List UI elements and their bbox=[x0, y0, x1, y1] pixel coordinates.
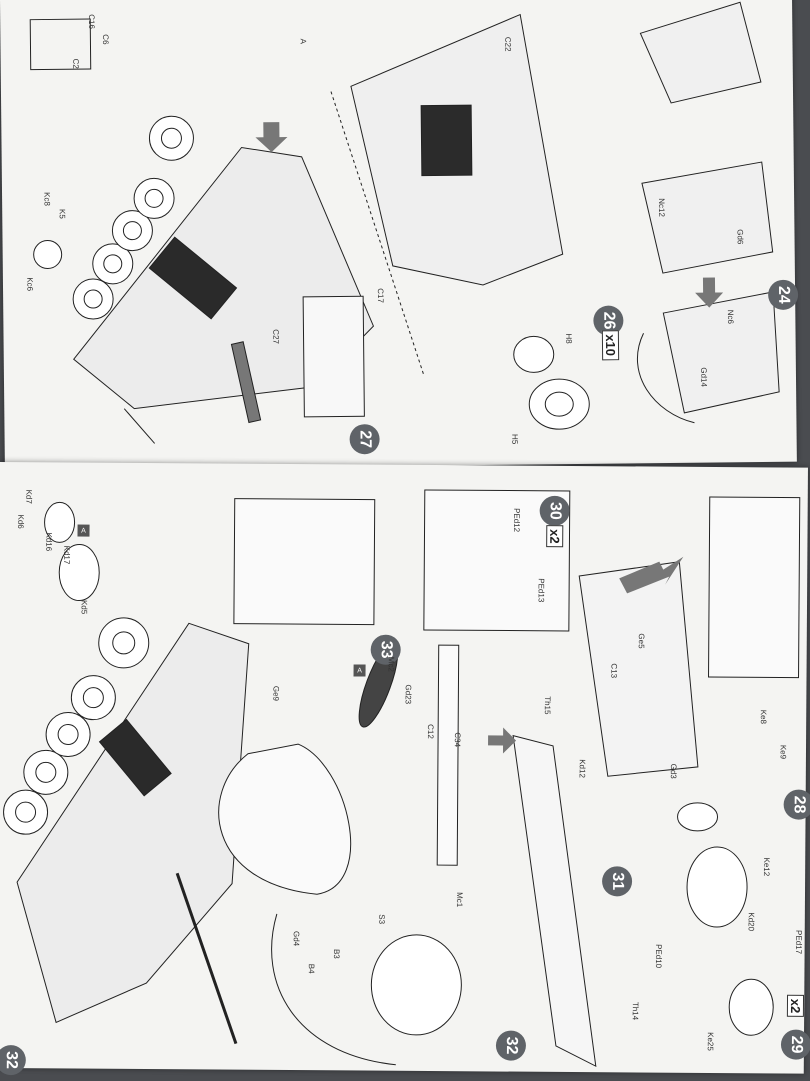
direction-arrows bbox=[255, 122, 724, 308]
part-label: Kc8 bbox=[42, 192, 52, 206]
part-label: Gd6 bbox=[735, 229, 745, 245]
hull-rear-arc bbox=[218, 743, 352, 895]
inset-box-30 bbox=[423, 489, 571, 632]
engine-grille-left bbox=[148, 236, 238, 320]
inset-box-28 bbox=[708, 496, 801, 679]
part-label-a: A bbox=[298, 38, 308, 45]
part-label: C27 bbox=[271, 329, 281, 345]
hatch-ring-32 bbox=[370, 934, 462, 1036]
part-label: Th14 bbox=[630, 1001, 640, 1021]
exhaust-assembly-bottom bbox=[662, 291, 780, 414]
step-24-badge: 24 bbox=[767, 279, 799, 310]
part-label: Gd3 bbox=[668, 763, 678, 779]
part-label: Ke12 bbox=[761, 857, 772, 877]
step-32-left-badge: 32 bbox=[0, 1044, 26, 1076]
inset-box-tl bbox=[29, 18, 92, 71]
part-label: Mc2 bbox=[386, 656, 396, 672]
part-label: B4 bbox=[306, 963, 316, 974]
part-label: Kd17 bbox=[62, 545, 72, 565]
step-32-badge: 32 bbox=[495, 1030, 527, 1061]
part-label: PEd17 bbox=[794, 930, 804, 955]
part-label: K5 bbox=[57, 208, 67, 219]
top-sheet-drawing bbox=[29, 1, 780, 444]
step-28-badge: 28 bbox=[783, 789, 810, 820]
long-fender-31 bbox=[512, 734, 597, 1068]
engine-deck-grille bbox=[420, 104, 473, 177]
part-label: Ge5 bbox=[636, 633, 646, 649]
drum-part-29 bbox=[686, 846, 748, 928]
road-wheels-left bbox=[72, 115, 194, 320]
part-label: Kd6 bbox=[16, 514, 26, 529]
inset-box-33 bbox=[233, 498, 376, 626]
part-label: Ke25 bbox=[705, 1032, 715, 1051]
part-label: Nc12 bbox=[656, 198, 667, 217]
part-label: Kc6 bbox=[25, 277, 35, 292]
part-label: Ke9 bbox=[778, 744, 788, 760]
direction-arrows bbox=[488, 556, 684, 754]
instruction-sheet-top: 27 26 x10 24 C16 C6 C2 Kc8 K5 Kc6 C27 C2… bbox=[0, 0, 799, 470]
part-label: Mc1 bbox=[454, 892, 465, 908]
part-label: Kd7 bbox=[24, 489, 34, 504]
part-label: C17 bbox=[375, 288, 386, 303]
step-29-multiplier: x2 bbox=[786, 994, 805, 1018]
step-30-badge: 30 bbox=[539, 495, 570, 526]
part-label: Th15 bbox=[542, 696, 552, 715]
part-label: C16 bbox=[86, 14, 97, 29]
detail-plate bbox=[302, 295, 365, 418]
instruction-sheet-bottom: 32 33 30 x2 31 28 29 x2 32 Kd7 Kd6 Kd16 … bbox=[0, 462, 810, 1076]
paint-letter-tag: A bbox=[353, 664, 366, 677]
step-31-badge: 31 bbox=[601, 866, 633, 897]
part-label: C22 bbox=[503, 36, 513, 52]
part-label: H8 bbox=[564, 333, 574, 344]
step-30-multiplier: x2 bbox=[546, 525, 564, 548]
wheel-assembly-26 bbox=[528, 378, 590, 430]
hull-assembly-lower bbox=[16, 622, 250, 1024]
part-label: PEd12 bbox=[512, 508, 522, 533]
part-label: S3 bbox=[377, 914, 387, 925]
part-label: PEd10 bbox=[653, 944, 664, 969]
part-label: Gd23 bbox=[403, 684, 413, 705]
paint-letter-tag: A bbox=[77, 524, 90, 537]
part-label: Kd20 bbox=[746, 912, 756, 932]
part-label: C12 bbox=[425, 724, 436, 739]
step-27-badge: 27 bbox=[349, 424, 380, 455]
rail-part bbox=[436, 644, 460, 866]
part-label: C6 bbox=[100, 34, 111, 45]
part-label: Ke8 bbox=[758, 709, 768, 724]
part-label: C34 bbox=[452, 732, 462, 748]
part-label: Gd14 bbox=[699, 367, 709, 387]
part-label: C2 bbox=[71, 58, 81, 69]
exhaust-assembly-top bbox=[639, 1, 762, 104]
step-29-badge: 29 bbox=[780, 1029, 810, 1060]
part-label: Gd4 bbox=[291, 930, 301, 947]
part-label: Ge9 bbox=[271, 685, 281, 702]
part-label: Kd16 bbox=[44, 532, 54, 552]
part-label: B3 bbox=[331, 948, 342, 959]
part-label: PEd13 bbox=[536, 578, 546, 603]
part-label: H5 bbox=[510, 433, 520, 445]
step-26-multiplier: x10 bbox=[601, 330, 620, 361]
part-label: C13 bbox=[609, 663, 619, 679]
engine-grille-lower bbox=[98, 718, 172, 797]
part-label: Kd5 bbox=[79, 599, 89, 615]
part-label: Nc6 bbox=[725, 309, 736, 325]
part-label: Kd12 bbox=[577, 759, 587, 778]
idler-wheel bbox=[33, 240, 63, 270]
bottom-sheet-drawing bbox=[3, 489, 801, 1068]
road-wheels-lower bbox=[3, 617, 150, 835]
exhaust-assembly-mid bbox=[641, 161, 774, 274]
plate-assembly-28 bbox=[578, 561, 699, 777]
